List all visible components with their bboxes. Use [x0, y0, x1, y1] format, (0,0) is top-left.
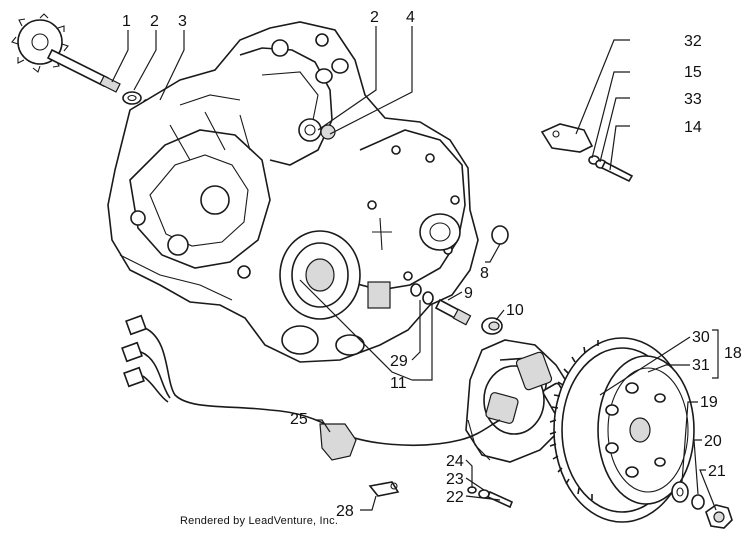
- callout-18: 18: [724, 345, 742, 362]
- callout-8: 8: [480, 265, 489, 282]
- callout-4: 4: [406, 9, 415, 26]
- callout-28: 28: [336, 503, 354, 520]
- callout-10: 10: [506, 302, 524, 319]
- callout-1: 1: [122, 13, 131, 30]
- callout-3: 3: [178, 13, 187, 30]
- wiring-harness: [121, 314, 501, 461]
- clip-part: [368, 481, 400, 497]
- callout-labels: 1 2 3 2 4 32 15 33 14 8 9 10 29 11 30 31…: [122, 9, 742, 520]
- callout-14: 14: [684, 119, 702, 136]
- cap-part: [481, 317, 503, 335]
- callout-20: 20: [704, 433, 722, 450]
- lock-washer-part: [691, 494, 705, 510]
- callout-15: 15: [684, 64, 702, 81]
- sensor-part: [410, 283, 472, 326]
- callout-31: 31: [692, 357, 710, 374]
- callout-2: 2: [150, 13, 159, 30]
- callout-leaders: [111, 26, 719, 511]
- callout-11: 11: [390, 375, 407, 392]
- callout-23: 23: [446, 471, 464, 488]
- callout-2: 2: [370, 9, 379, 26]
- washer-bolt-set: [588, 155, 634, 183]
- callout-25: 25: [290, 411, 308, 428]
- bracket-part: [540, 123, 594, 153]
- callout-33: 33: [684, 91, 702, 108]
- washer-part: [122, 91, 142, 105]
- washer-part: [671, 481, 689, 503]
- callout-22: 22: [446, 489, 464, 506]
- credit-text: Rendered by LeadVenture, Inc.: [180, 515, 338, 527]
- nut-part: [705, 504, 733, 529]
- callout-29: 29: [390, 353, 408, 370]
- callout-9: 9: [464, 285, 473, 302]
- callout-24: 24: [446, 453, 464, 470]
- callout-21: 21: [708, 463, 726, 480]
- callout-30: 30: [692, 329, 710, 346]
- gear-shaft-part: [11, 13, 121, 93]
- callout-19: 19: [700, 394, 718, 411]
- crankcase-half: [107, 21, 509, 363]
- flywheel-part: [549, 337, 695, 523]
- callout-32: 32: [684, 33, 702, 50]
